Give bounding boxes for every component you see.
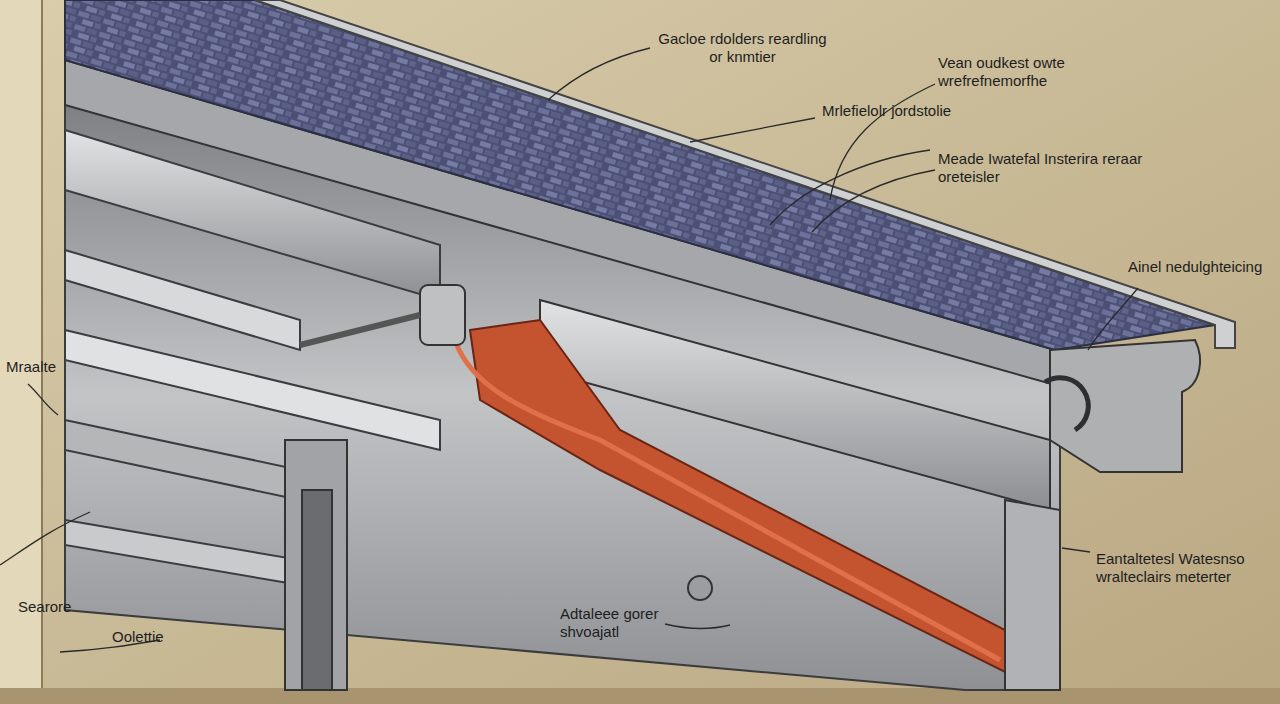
leader-line: [665, 624, 730, 629]
post: [285, 440, 347, 690]
callout-label: Adtaleee gorer shvoajatl: [560, 605, 670, 641]
callout-label: Vean oudkest owte wrefrefnemorfhe: [938, 54, 1088, 90]
leader-line: [770, 150, 930, 225]
leader-line: [28, 384, 58, 415]
leader-line: [0, 512, 90, 565]
leader-line: [830, 84, 935, 200]
callout-label: Oolettie: [112, 628, 192, 646]
downspout-elbow: [420, 285, 465, 345]
ledge: [65, 250, 300, 350]
gutter-profile: [1050, 340, 1200, 472]
leader-line: [812, 170, 935, 232]
callout-label: Gacloe rdolders reardling or knmtier: [655, 30, 830, 66]
post-inner: [302, 490, 332, 690]
heating-cable: [455, 340, 1000, 660]
leader-line: [1088, 288, 1138, 350]
callout-label: Meade Iwatefal Insterira reraar oreteisl…: [938, 150, 1148, 186]
floor-strip: [0, 688, 1280, 704]
pipe: [300, 315, 420, 345]
leader-line: [548, 48, 650, 100]
clip: [688, 576, 712, 600]
roof-shingles: [65, 0, 1215, 350]
callout-label: Eantaltetesl Watesnso wralteclairs meter…: [1096, 550, 1271, 586]
callout-label: Mraalte: [6, 358, 76, 376]
leader-line: [690, 118, 815, 142]
leader-line: [1062, 548, 1090, 552]
leader-lines: [0, 48, 1138, 652]
drip-edge: [255, 0, 1235, 348]
end-post: [1005, 500, 1060, 690]
ledge: [65, 420, 300, 500]
callout-label: Ainel nedulghteicing: [1128, 258, 1273, 276]
callout-label: Mrlefielolr jordstolie: [822, 102, 1012, 120]
ledge: [65, 520, 300, 585]
callout-label: Searore: [18, 598, 98, 616]
gutter-hook: [1045, 378, 1088, 430]
